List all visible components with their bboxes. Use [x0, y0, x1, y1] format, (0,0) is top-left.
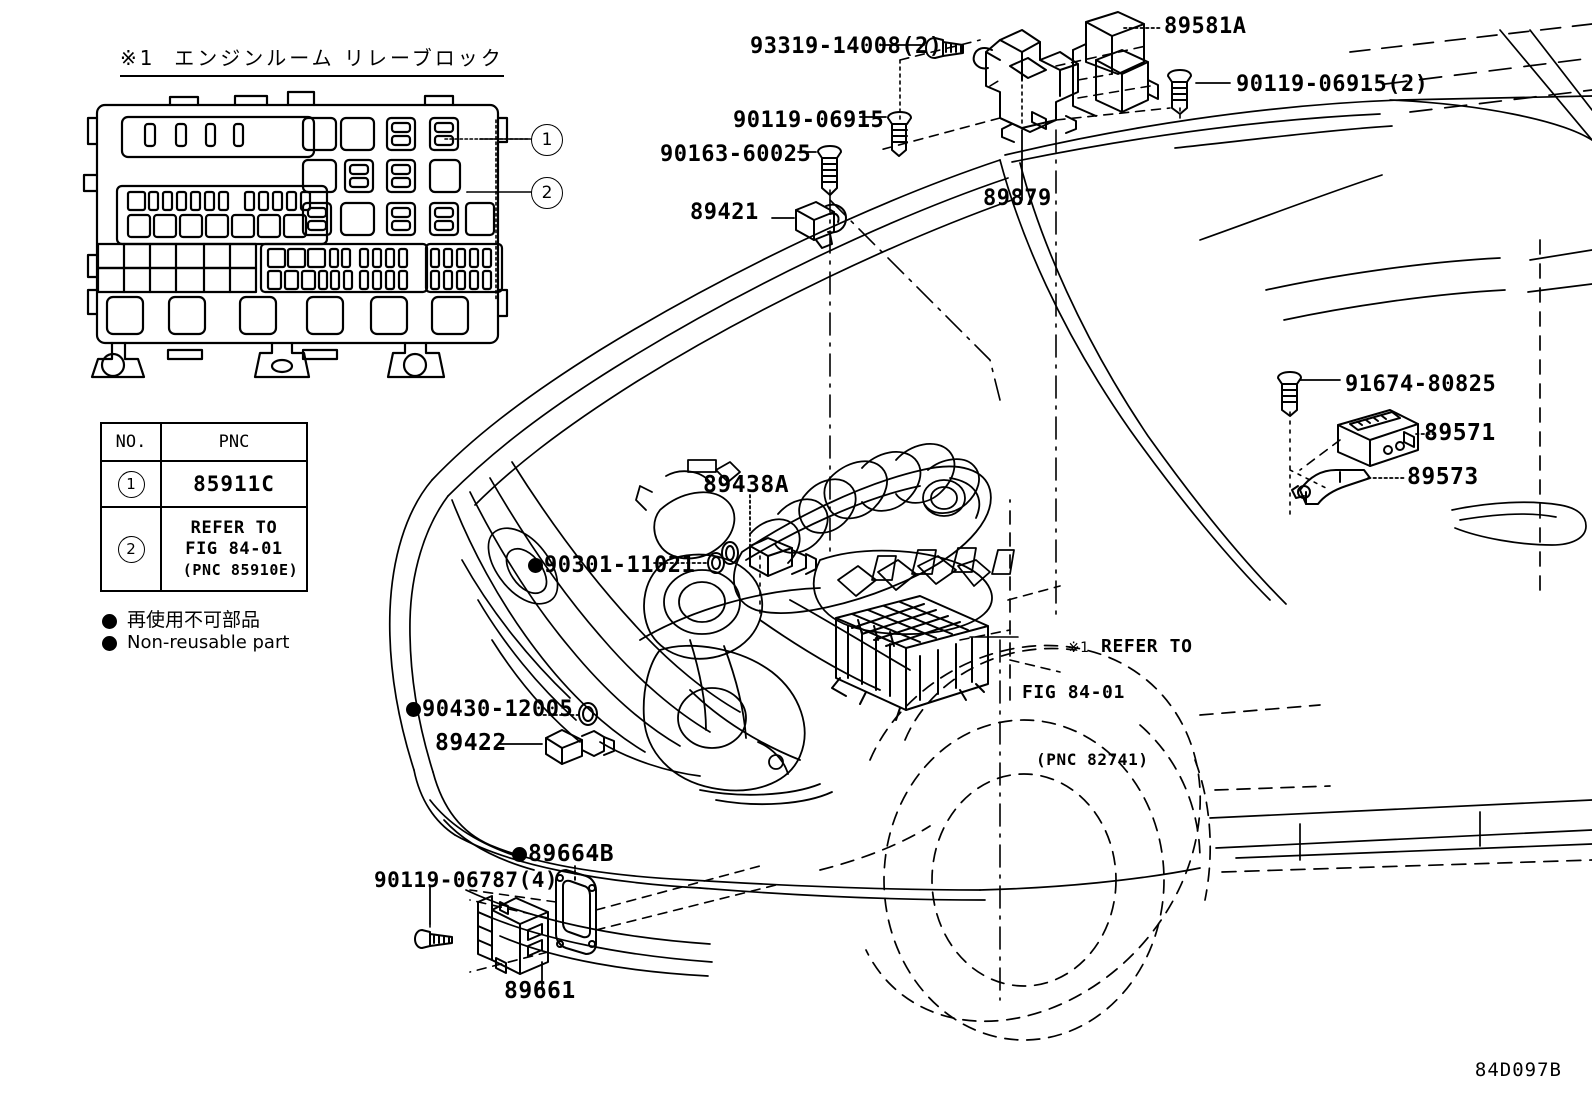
- screw-90119-06915-2: [1167, 69, 1192, 115]
- row-circle-1: 1: [117, 470, 145, 498]
- part-label-90301-11021[interactable]: 90301-11021: [528, 553, 695, 578]
- part-label-text: 89438A: [703, 472, 790, 498]
- module-89571: [1337, 409, 1419, 467]
- part-label-text: 89421: [690, 200, 759, 225]
- legend-en-text: Non-reusable part: [127, 632, 290, 653]
- part-label-text: 90301-11021: [544, 553, 696, 578]
- part-label-89879[interactable]: 89879: [983, 186, 1052, 211]
- engine-room-junction-block: [831, 595, 989, 721]
- note-line-2: FIG 84-01: [1022, 682, 1125, 704]
- part-label-text: 89879: [983, 186, 1052, 211]
- callout-1[interactable]: 1: [531, 124, 563, 156]
- part-label-text: 89664B: [528, 841, 615, 867]
- legend-jp-text: 再使用不可部品: [127, 609, 261, 631]
- part-label-89573[interactable]: 89573: [1407, 464, 1479, 490]
- filled-circle-icon: [102, 614, 117, 629]
- part-label-text: 90119-06915: [733, 108, 885, 133]
- part-label-91674-80825[interactable]: 91674-80825: [1345, 372, 1496, 397]
- part-label-text: 90119-06787(4): [374, 868, 559, 892]
- note-refer-82741: ※1 REFER TO FIG 84-01 (PNC 82741): [1022, 612, 1193, 817]
- legend-non-reusable-en: Non-reusable part: [102, 632, 289, 655]
- relay-block-title: ※1 エンジンルーム リレーブロック: [120, 42, 504, 77]
- figure-code: 84D097B: [1474, 1059, 1562, 1081]
- part-label-89571[interactable]: 89571: [1424, 420, 1496, 446]
- sensor-89421: [795, 201, 847, 249]
- header-pnc: PNC: [160, 422, 308, 462]
- table-header-row: NO. PNC: [100, 422, 308, 462]
- row-circle-2: 2: [117, 535, 145, 563]
- part-label-90430-12005[interactable]: 90430-12005: [406, 697, 573, 722]
- center-lines: [429, 59, 1331, 1001]
- table-row: 1 85911C: [100, 460, 308, 508]
- legend-non-reusable-jp: 再使用不可部品: [102, 605, 260, 633]
- part-label-text: 90119-06915(2): [1236, 72, 1429, 97]
- part-label-text: 89571: [1424, 420, 1496, 446]
- part-label-90119-06915[interactable]: 90119-06915: [733, 108, 884, 133]
- bracket-89879: [972, 29, 1079, 143]
- sensor-89422: [545, 702, 615, 765]
- cover-89664B: [555, 869, 597, 955]
- engine-room-relay-block: [82, 90, 509, 379]
- part-label-text: 89422: [435, 730, 507, 756]
- row-no-2: 2: [100, 506, 162, 592]
- part-label-text: 89661: [504, 978, 576, 1004]
- rocker-panel: [1209, 799, 1592, 873]
- callout-leaders: [444, 119, 532, 301]
- assembly-dashed-lines: [469, 39, 1341, 973]
- non-reusable-dot-icon: [406, 702, 421, 717]
- leader-lines: [429, 27, 1437, 989]
- part-label-text: 89581A: [1164, 14, 1247, 39]
- note-leader-82741: [969, 585, 1061, 673]
- row-pnc-1: 85911C: [160, 460, 308, 508]
- grommet-90301-11021: [707, 552, 725, 574]
- part-label-93319-14008[interactable]: 93319-14008(2): [750, 34, 942, 59]
- part-label-89422[interactable]: 89422: [435, 730, 507, 756]
- part-label-text: 90430-12005: [422, 697, 574, 722]
- part-label-89438A[interactable]: 89438A: [703, 472, 789, 498]
- bracket-89573: [1291, 469, 1371, 505]
- non-reusable-dot-icon: [512, 847, 527, 862]
- part-label-89661[interactable]: 89661: [504, 978, 576, 1004]
- note-line-3: (PNC 82741): [1036, 750, 1149, 770]
- callout-2[interactable]: 2: [531, 177, 563, 209]
- filled-circle-icon: [102, 636, 117, 651]
- part-label-90119-06787[interactable]: 90119-06787(4): [374, 868, 558, 892]
- part-label-89581A[interactable]: 89581A: [1164, 14, 1246, 39]
- part-label-90119-06915-2[interactable]: 90119-06915(2): [1236, 72, 1428, 97]
- non-reusable-dot-icon: [528, 558, 543, 573]
- module-89661: [477, 895, 549, 975]
- screw-91674-80825: [1277, 371, 1302, 417]
- part-label-89421[interactable]: 89421: [690, 200, 759, 225]
- screw-90119-06787: [414, 929, 453, 949]
- row-no-1: 1: [100, 460, 162, 508]
- note-line-1: REFER TO: [1101, 636, 1193, 658]
- engine-assembly: [635, 443, 1015, 806]
- row-pnc-2-sub: (PNC 85910E): [182, 561, 299, 580]
- screw-90119-06915: [887, 111, 912, 157]
- part-label-text: 89573: [1407, 464, 1479, 490]
- star-note-marker: ※1: [1067, 640, 1090, 657]
- header-no: NO.: [100, 422, 162, 462]
- module-89581A: [1072, 11, 1159, 117]
- screw-90163-60025: [817, 145, 842, 196]
- part-label-text: 93319-14008(2): [750, 34, 943, 59]
- part-label-90163-60025[interactable]: 90163-60025: [660, 142, 811, 167]
- part-label-89664B[interactable]: 89664B: [512, 841, 614, 867]
- part-label-text: 91674-80825: [1345, 372, 1497, 397]
- part-label-text: 90163-60025: [660, 142, 812, 167]
- sensor-89438A: [721, 537, 817, 577]
